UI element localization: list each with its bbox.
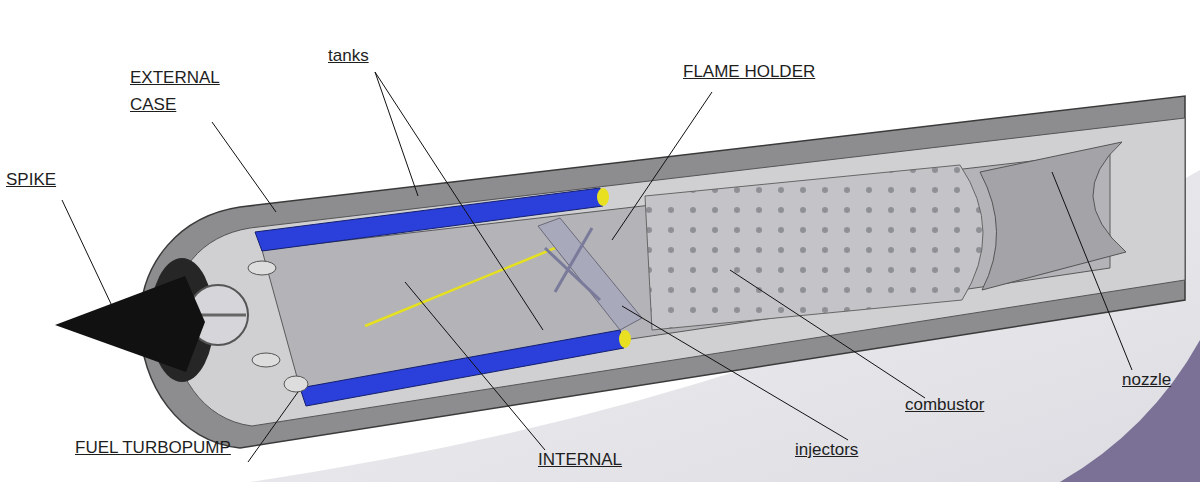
injector	[555, 228, 592, 292]
case-cavity	[172, 118, 1185, 426]
tank	[300, 330, 624, 406]
external-case	[140, 96, 1185, 448]
flame-holder	[538, 218, 642, 330]
tank-cap	[619, 330, 631, 348]
fuel-line	[365, 246, 560, 326]
part-label: injectors	[795, 436, 858, 463]
tank-cap	[597, 188, 609, 206]
combustor	[645, 165, 983, 330]
injector	[545, 248, 600, 300]
part-label: EXTERNAL CASE	[130, 64, 230, 118]
spike	[55, 276, 205, 372]
strut	[252, 353, 280, 367]
part-label: nozzle	[1122, 366, 1171, 393]
part-label: INTERNAL	[538, 446, 622, 473]
leader-lines	[62, 72, 1132, 462]
part-label: tanks	[328, 42, 369, 69]
internal-body	[262, 152, 1110, 388]
strut	[248, 261, 276, 275]
part-label: combustor	[905, 391, 984, 418]
nozzle	[980, 142, 1126, 290]
background-band	[1060, 340, 1200, 482]
turbopump	[284, 376, 308, 392]
part-label: FLAME HOLDER	[683, 58, 815, 85]
part-label: SPIKE	[6, 166, 56, 193]
part-label: FUEL TURBOPUMP	[75, 434, 231, 461]
